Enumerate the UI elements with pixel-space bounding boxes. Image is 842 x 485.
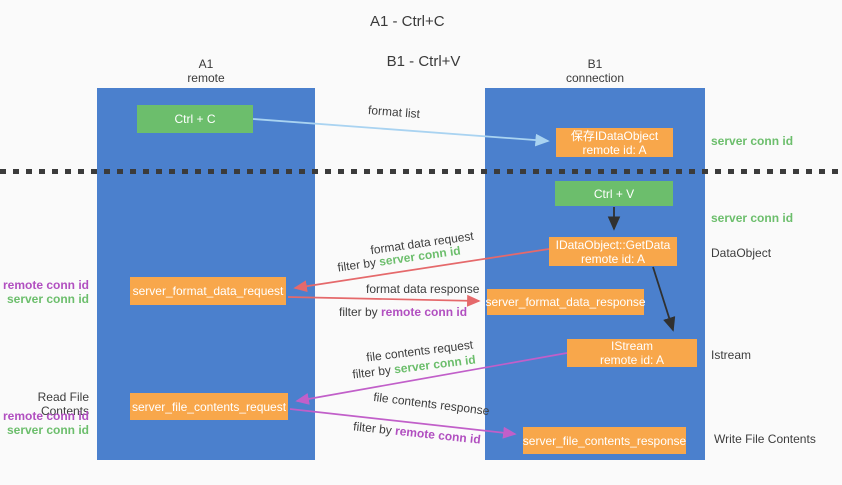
lane-header-b1: B1 connection — [485, 57, 705, 85]
node-ctrl-c-label: Ctrl + C — [174, 112, 216, 126]
annotation-file-conn-ids: remote conn id server conn id — [0, 409, 89, 437]
label-filter-by-remote-conn-id-2: filter by remote conn id — [353, 419, 482, 446]
node-getdata-line2: remote id: A — [580, 251, 646, 266]
page-title: A1 - Ctrl+C B1 - Ctrl+V — [370, 12, 460, 72]
format-data-response-arrow — [287, 294, 481, 307]
label-filter-by-remote-conn-id-1: filter by remote conn id — [339, 305, 467, 319]
label-format-list: format list — [367, 102, 421, 122]
annotation-format-conn-ids: remote conn id server conn id — [0, 278, 89, 306]
filter-by-text: filter by — [336, 254, 381, 275]
node-istream-line2: remote id: A — [599, 353, 665, 367]
annotation-read-file-contents: Read File Contents — [37, 390, 89, 418]
label-file-contents-response: file contents response — [372, 389, 491, 419]
remote-conn-id-text: remote conn id — [381, 305, 468, 319]
node-save-idataobject: 保存IDataObject remote id: A — [556, 128, 673, 157]
lane-a1-role: remote — [187, 71, 225, 85]
dotted-divider — [0, 169, 842, 174]
remote-conn-id-text: remote conn id — [2, 278, 89, 292]
node-file-request-label: server_file_contents_request — [131, 399, 287, 414]
lane-a1-name: A1 — [198, 57, 214, 71]
filter-by-text: filter by — [351, 362, 396, 382]
node-server-file-contents-request: server_file_contents_request — [130, 393, 288, 420]
node-ctrl-c: Ctrl + C — [137, 105, 253, 133]
lane-b1-role: connection — [565, 71, 625, 85]
remote-conn-id-text: remote conn id — [394, 423, 482, 447]
remote-conn-id-text: remote conn id — [2, 409, 89, 423]
node-ctrl-v: Ctrl + V — [555, 181, 673, 206]
lane-b1-name: B1 — [587, 57, 603, 71]
lane-header-a1: A1 remote — [97, 57, 315, 85]
node-idataobject-getdata: IDataObject::GetData remote id: A — [549, 237, 677, 266]
node-server-format-data-response: server_format_data_response — [485, 289, 646, 315]
filter-by-text: filter by — [339, 305, 382, 319]
title-line-1: A1 - Ctrl+C — [370, 13, 445, 30]
node-file-response-label: server_file_contents_response — [522, 433, 687, 448]
filter-by-text: filter by — [352, 419, 396, 438]
node-istream: IStream remote id: A — [567, 339, 697, 367]
node-format-request-label: server_format_data_request — [132, 284, 284, 298]
server-conn-id-text: server conn id — [6, 423, 89, 437]
annotation-istream: Istream — [711, 348, 752, 362]
node-format-response-label: server_format_data_response — [485, 295, 646, 309]
node-ctrl-v-label: Ctrl + V — [593, 186, 635, 201]
annotation-write-file-contents: Write File Contents — [714, 432, 816, 446]
annotation-dataobject: DataObject — [711, 246, 772, 260]
server-conn-id-text: server conn id — [6, 292, 89, 306]
node-server-format-data-request: server_format_data_request — [130, 277, 286, 305]
annotation-server-conn-id-1: server conn id — [711, 134, 794, 148]
title-line-2: B1 - Ctrl+V — [386, 53, 461, 70]
node-save-idataobject-line2: remote id: A — [582, 142, 647, 157]
node-server-file-contents-response: server_file_contents_response — [523, 427, 686, 454]
node-getdata-line1: IDataObject::GetData — [555, 237, 671, 252]
annotation-server-conn-id-2: server conn id — [711, 211, 794, 225]
label-format-data-response: format data response — [366, 282, 480, 296]
node-istream-line1: IStream — [610, 339, 653, 353]
node-save-idataobject-line1: 保存IDataObject — [570, 128, 659, 143]
